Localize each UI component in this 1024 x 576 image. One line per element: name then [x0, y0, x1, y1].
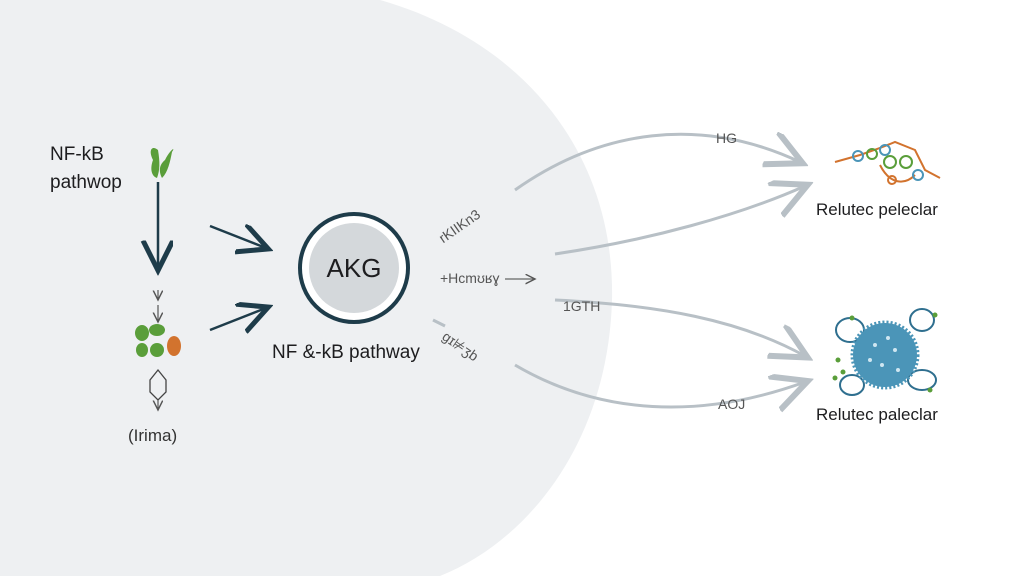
akg-label: AKG — [309, 223, 399, 313]
virus-cell-icon — [832, 308, 938, 396]
left-bottom-label: (Irima) — [128, 426, 178, 445]
green-sprout-icon — [150, 148, 174, 178]
right-bottom-label: Relutec paleclar — [816, 405, 938, 424]
center-caption: NF &-kB pathway — [272, 342, 420, 363]
right-top-label: Relutec pelеclar — [816, 200, 938, 219]
akg-node[interactable]: AKG — [298, 212, 410, 324]
left-title-line2: pathwop — [50, 172, 122, 193]
gray-arrow — [554, 186, 805, 256]
cell-cluster-icon — [135, 324, 181, 357]
dark-arrow — [209, 226, 266, 248]
middle-label-middle: +Hcmʊʁɣ — [440, 270, 500, 286]
left-title-line1: NF-kB — [50, 144, 104, 165]
molecule-network-icon — [834, 140, 941, 185]
gray-arrow-aoj — [514, 363, 805, 407]
gth-label: 1GTH — [563, 298, 601, 314]
arrow-label-aoj: AOJ — [718, 396, 746, 412]
gray-arrow-gth — [554, 298, 805, 356]
dark-arrow — [209, 308, 266, 330]
gray-arrow-hg — [514, 134, 800, 192]
arrow-label-hg: HG — [716, 130, 737, 146]
